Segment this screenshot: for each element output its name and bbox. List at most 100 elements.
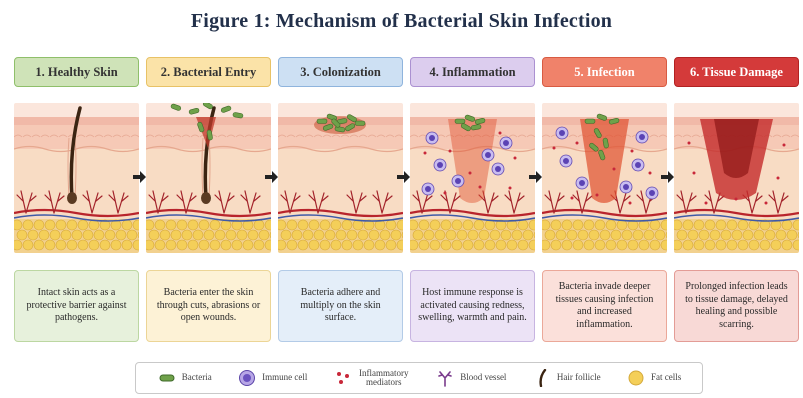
fat-cell <box>166 220 176 230</box>
fat-cell <box>683 240 693 250</box>
fat-cell <box>463 240 473 250</box>
fat-cell <box>776 230 786 240</box>
fat-cell <box>542 240 550 250</box>
fat-cell <box>50 230 60 240</box>
fat-cell <box>23 240 33 250</box>
fat-cell <box>193 230 203 240</box>
inflammatory-mediator <box>596 194 599 197</box>
fat-cell <box>551 240 561 250</box>
inflammatory-mediator <box>469 172 472 175</box>
fat-cell <box>727 240 737 250</box>
fat-cell <box>309 240 319 250</box>
fat-cell <box>199 240 209 250</box>
fat-cell <box>413 230 423 240</box>
inflammatory-mediator <box>509 187 512 190</box>
panel-healthy-skin <box>14 103 139 253</box>
fat-cell <box>727 220 737 230</box>
fat-cell <box>787 230 797 240</box>
arrow-right-icon <box>132 170 146 184</box>
stage-description: Host immune response is activated causin… <box>410 270 535 342</box>
inflammatory-mediator <box>499 132 502 135</box>
fat-cell <box>474 220 484 230</box>
fat-cell <box>683 220 693 230</box>
inflammatory-mediator <box>705 202 708 205</box>
fat-cell <box>639 240 649 250</box>
fat-cell <box>542 220 550 230</box>
fat-cell <box>45 220 55 230</box>
fat-cell <box>23 220 33 230</box>
fat-cell <box>457 230 467 240</box>
inflammatory-mediator <box>735 198 738 201</box>
fat-cell <box>694 220 704 230</box>
inflammatory-mediator <box>424 152 427 155</box>
fat-cell <box>320 240 330 250</box>
fat-cell <box>628 240 638 250</box>
stage-header-infection: 5. Infection <box>542 57 667 87</box>
fat-cell <box>430 220 440 230</box>
fat-cell <box>699 230 709 240</box>
inflammatory-mediator <box>693 172 696 175</box>
fat-cell <box>430 240 440 250</box>
fat-cell <box>237 230 247 240</box>
fat-cells-icon <box>626 369 646 387</box>
legend-item-inflammatory-mediators: Inflammatory mediators <box>333 369 410 388</box>
stage-description: Bacteria enter the skin through cuts, ab… <box>146 270 271 342</box>
fat-cell <box>419 220 429 230</box>
fat-cell <box>705 240 715 250</box>
stage-description: Intact skin acts as a protective barrier… <box>14 270 139 342</box>
fat-cell <box>45 240 55 250</box>
inflammatory-mediators-icon <box>333 369 353 387</box>
fat-cell <box>298 220 308 230</box>
fat-cell <box>655 230 665 240</box>
fat-cell <box>353 240 363 250</box>
fat-cell <box>556 230 566 240</box>
bacteria-icon <box>157 369 177 387</box>
inflammatory-mediator <box>688 142 691 145</box>
fat-cell <box>765 230 775 240</box>
fat-cell <box>160 230 170 240</box>
fat-cell <box>320 220 330 230</box>
fat-cell <box>342 220 352 230</box>
fat-cell <box>72 230 82 240</box>
legend-item-fat-cells: Fat cells <box>626 369 681 387</box>
fat-cell <box>562 240 572 250</box>
fat-cell <box>518 240 528 250</box>
fat-cell <box>287 240 297 250</box>
fat-cell <box>452 240 462 250</box>
fat-cell <box>210 220 220 230</box>
fat-cell <box>622 230 632 240</box>
dermis-layer <box>278 149 403 219</box>
fat-cell <box>78 240 88 250</box>
legend-item-immune-cell: Immune cell <box>237 369 307 387</box>
inflammatory-mediator <box>613 168 616 171</box>
fat-cell <box>578 230 588 240</box>
fat-cell <box>595 220 605 230</box>
inflammatory-mediator <box>783 144 786 147</box>
fat-cell <box>485 220 495 230</box>
inflammatory-mediator <box>649 172 652 175</box>
arrow-right-icon <box>396 170 410 184</box>
fat-cell <box>760 240 770 250</box>
fat-cell <box>67 220 77 230</box>
fat-cell <box>771 240 781 250</box>
fat-cell <box>490 230 500 240</box>
stage-header-tissue-damage: 6. Tissue Damage <box>674 57 799 87</box>
panel-bacterial-entry <box>146 103 271 253</box>
panel-infection <box>542 103 667 253</box>
fat-cell <box>287 220 297 230</box>
fat-cell <box>149 230 159 240</box>
fat-cell <box>749 240 759 250</box>
fat-cell <box>732 230 742 240</box>
inflammatory-mediator <box>576 142 579 145</box>
arrow-right-icon <box>264 170 278 184</box>
fat-cell <box>633 230 643 240</box>
fat-cell <box>199 220 209 230</box>
fat-cell <box>89 240 99 250</box>
legend-item-hair-follicle: Hair follicle <box>532 369 601 387</box>
fat-cell <box>122 220 132 230</box>
fat-cell <box>523 230 533 240</box>
fat-cell <box>14 240 22 250</box>
stage-description: Bacteria adhere and multiply on the skin… <box>278 270 403 342</box>
fat-cell <box>573 240 583 250</box>
fat-cell <box>78 220 88 230</box>
